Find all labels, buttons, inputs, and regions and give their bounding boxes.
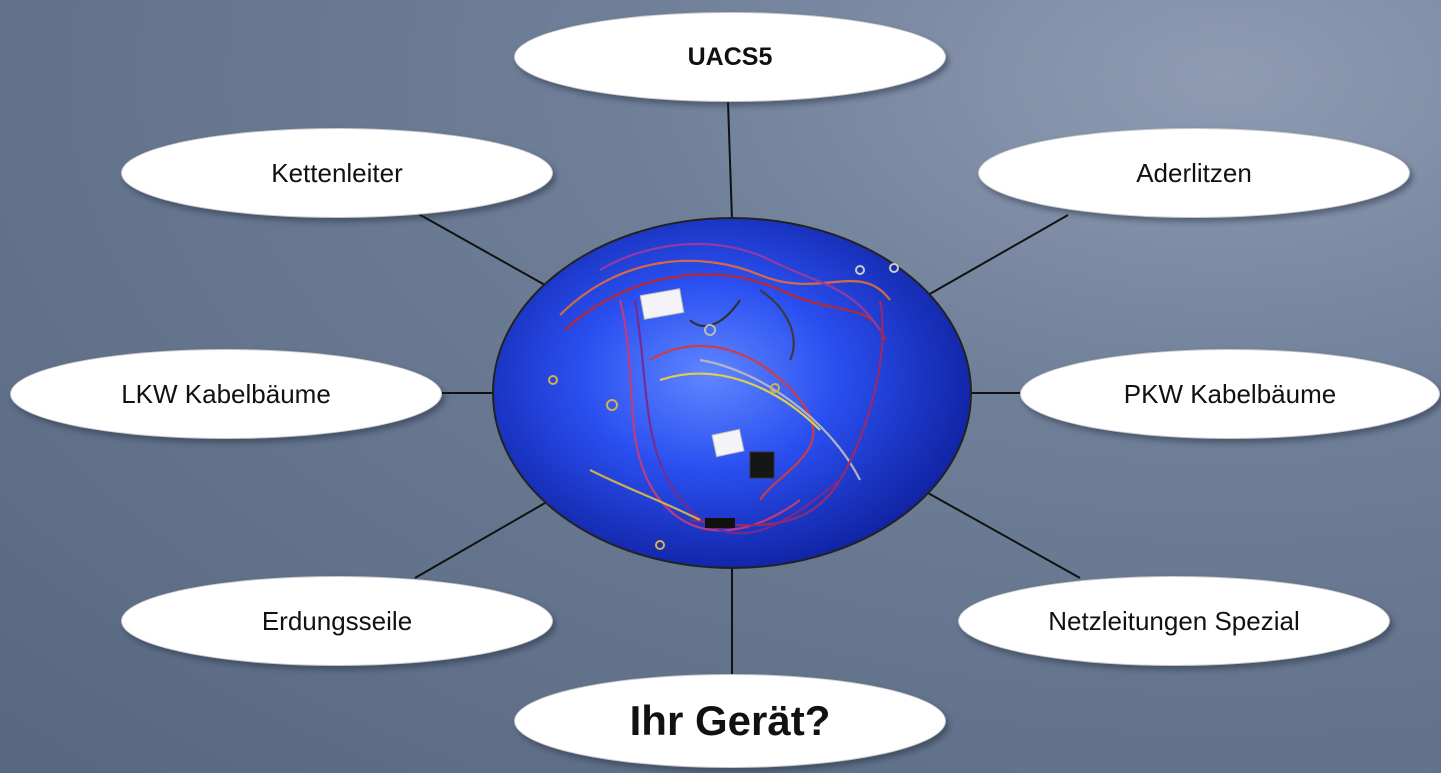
- node-erdungsseile[interactable]: Erdungsseile: [121, 576, 553, 666]
- node-aderlitzen-label: Aderlitzen: [1136, 157, 1252, 188]
- node-ihr-geraet[interactable]: Ihr Gerät?: [514, 674, 946, 768]
- node-lkw-label: LKW Kabelbäume: [121, 378, 331, 409]
- node-uacs5-label: UACS5: [687, 42, 773, 71]
- connector-erdungsseile: [414, 502, 546, 579]
- connector-kettenleiter: [414, 211, 546, 286]
- node-kettenleiter[interactable]: Kettenleiter: [121, 128, 553, 218]
- node-kettenleiter-label: Kettenleiter: [271, 157, 403, 188]
- node-uacs5[interactable]: UACS5: [514, 12, 946, 102]
- node-pkw-kabelbaeume[interactable]: PKW Kabelbäume: [1020, 349, 1440, 439]
- node-ihr-geraet-label: Ihr Gerät?: [629, 697, 831, 744]
- node-lkw-kabelbaeume[interactable]: LKW Kabelbäume: [10, 349, 442, 439]
- node-pkw-label: PKW Kabelbäume: [1123, 378, 1337, 409]
- connector-aderlitzen: [927, 214, 1069, 296]
- node-netzleitungen-label: Netzleitungen Spezial: [1048, 605, 1300, 636]
- connector-uacs5: [727, 101, 733, 221]
- node-netzleitungen-spezial[interactable]: Netzleitungen Spezial: [958, 576, 1390, 666]
- center-image-wire-harness: [492, 217, 972, 569]
- connector-netzleitungen: [927, 492, 1081, 579]
- node-aderlitzen[interactable]: Aderlitzen: [978, 128, 1410, 218]
- node-erdungsseile-label: Erdungsseile: [261, 605, 413, 636]
